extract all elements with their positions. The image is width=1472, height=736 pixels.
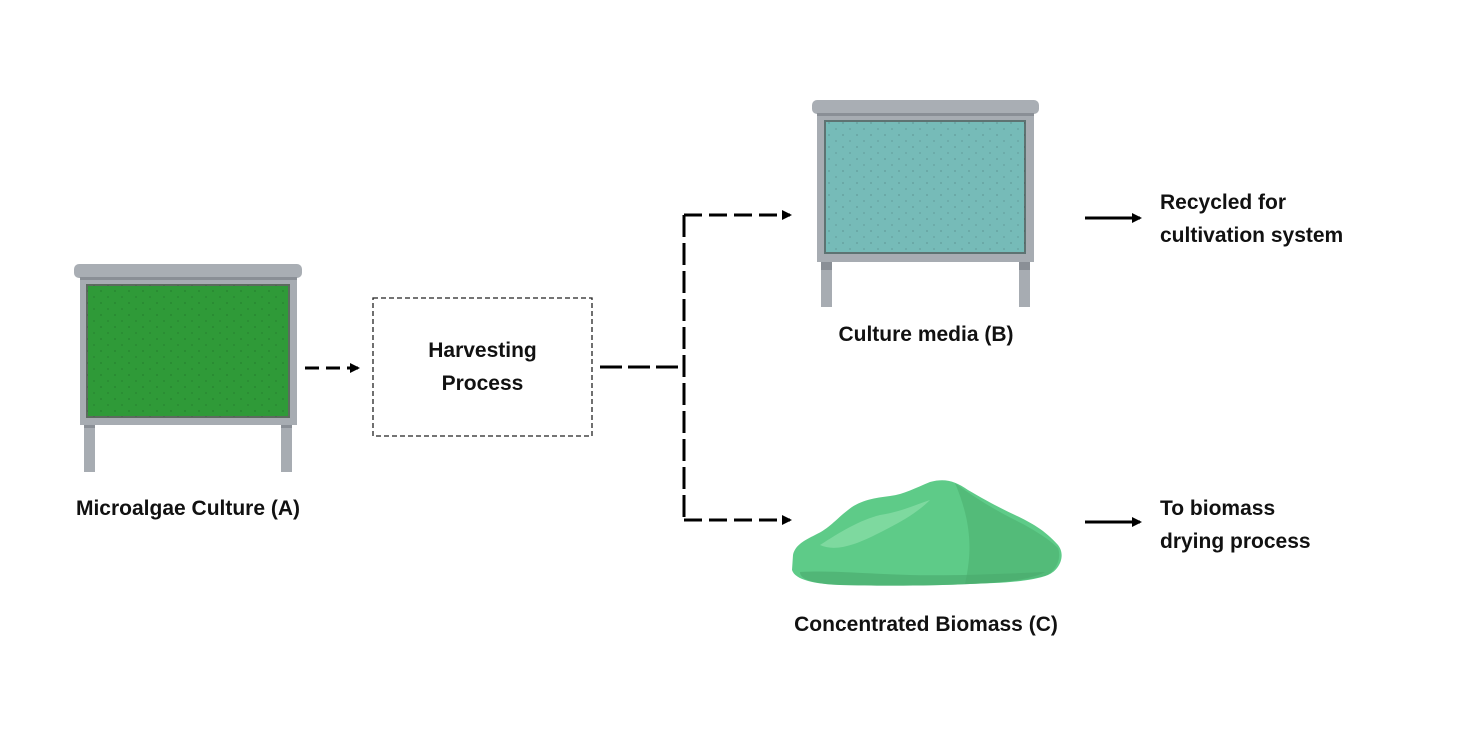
recycled-line-1: Recycled for — [1160, 191, 1287, 214]
tank-b-icon — [812, 100, 1039, 307]
harvesting-process-label: Harvesting Process — [373, 298, 592, 436]
label-drying: To biomass drying process — [1160, 492, 1311, 558]
harvesting-label-line-2: Process — [441, 372, 524, 395]
harvesting-label-line-1: Harvesting — [428, 339, 537, 362]
drying-line-1: To biomass — [1160, 497, 1276, 520]
drying-line-2: drying process — [1160, 530, 1311, 553]
recycled-line-2: cultivation system — [1160, 224, 1344, 247]
label-recycled: Recycled for cultivation system — [1160, 186, 1343, 252]
biomass-pile-icon — [792, 480, 1062, 586]
label-concentrated-biomass: Concentrated Biomass (C) — [794, 613, 1058, 636]
tank-a-icon — [74, 264, 302, 472]
label-culture-media: Culture media (B) — [838, 323, 1014, 346]
label-microalgae-culture: Microalgae Culture (A) — [75, 497, 301, 520]
harvesting-box — [372, 297, 593, 437]
